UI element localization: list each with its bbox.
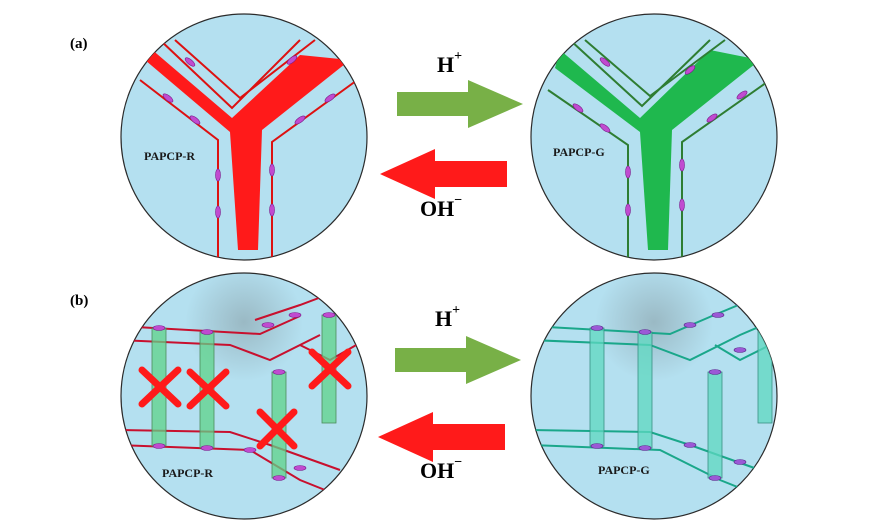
label-b-left: PAPCP-R xyxy=(162,466,214,480)
circle-b-right xyxy=(530,272,778,520)
circle-a-right xyxy=(530,13,778,261)
forward-arrow-a xyxy=(397,80,523,128)
label-b-right: PAPCP-G xyxy=(598,463,650,477)
backward-arrow-b xyxy=(378,412,505,462)
label-a-left: PAPCP-R xyxy=(144,149,196,163)
panel-a-label: (a) xyxy=(70,36,88,52)
ion-oh-minus-b: OH− xyxy=(420,454,463,483)
ion-h-plus-a: H+ xyxy=(437,48,463,77)
backward-arrow-a xyxy=(380,149,507,199)
forward-arrow-b xyxy=(395,336,521,384)
circle-a-left xyxy=(120,13,368,261)
circle-b-left xyxy=(120,272,368,520)
ion-h-plus-b: H+ xyxy=(435,302,461,331)
label-a-right: PAPCP-G xyxy=(553,145,605,159)
ion-oh-minus-a: OH− xyxy=(420,192,463,221)
panel-b-label: (b) xyxy=(70,293,89,309)
